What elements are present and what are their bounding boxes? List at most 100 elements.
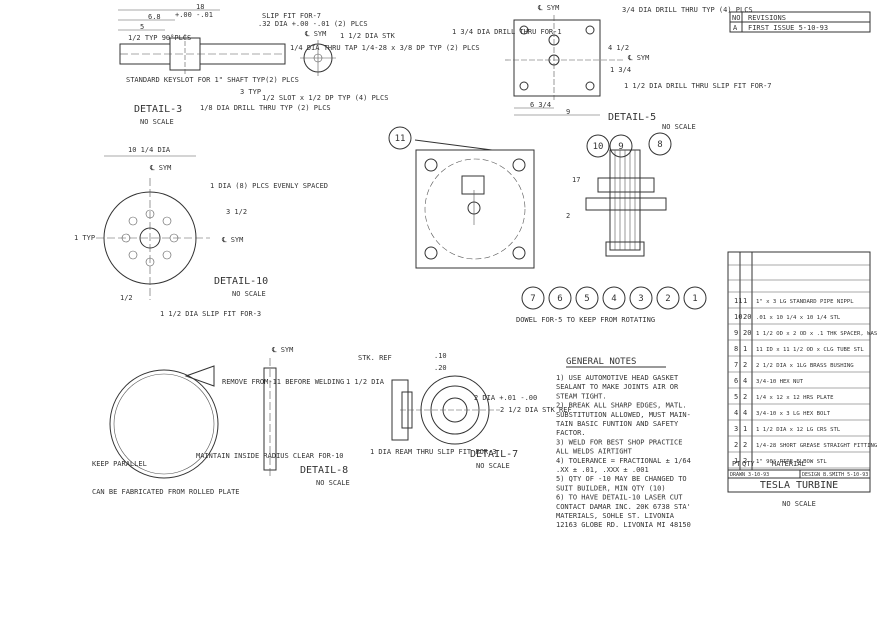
d8-remove: REMOVE FROM-11 BEFORE WELDING [222, 378, 344, 386]
d10-sym-top: ℄ SYM [149, 164, 171, 172]
detail-7-title: DETAIL-7 [470, 449, 518, 460]
note-line: FACTOR. [556, 429, 586, 437]
bom-item: 4 [734, 409, 738, 417]
note-line: TAIN BASIC FUNTION AND SAFETY [556, 420, 679, 428]
d5-dim-4-half: 4 1/2 [608, 44, 629, 52]
bom-qty: 2 [743, 441, 747, 449]
d5-sym-side: ℄ SYM [627, 54, 649, 62]
dim-18: 18 [196, 3, 204, 11]
d5-slip: 1 1/2 DIA DRILL THRU SLIP FIT FOR-7 [624, 82, 772, 90]
bom-desc: 1" 90° PIPE ELBOW STL [756, 459, 827, 465]
label-17: 17 [572, 176, 580, 184]
bom-item: 8 [734, 345, 738, 353]
bom-desc: .01 x 10 1/4 x 10 1/4 STL [756, 315, 841, 321]
balloon-4: 4 [602, 286, 626, 310]
d5-dim-9: 9 [566, 108, 570, 116]
detail-7-scale: NO SCALE [476, 462, 510, 470]
bom-qty: 1 [743, 425, 747, 433]
d7-stk: STK. REF [358, 354, 392, 362]
balloon-9-text: 9 [618, 142, 623, 152]
d7-dia-1-half: 1 1/2 DIA [346, 378, 385, 386]
note-line: 4) TOLERANCE = FRACTIONAL ± 1/64 [556, 457, 691, 465]
bom-qty: 2 [743, 457, 747, 465]
bom-drawn: DRAWN 3-10-93 [730, 472, 769, 478]
note-line: SUIT BUILDER, MIN QTY (10) [556, 484, 666, 492]
d5-dim-1-3-4: 1 3/4 [610, 66, 631, 74]
balloon-10: 10 [586, 134, 610, 158]
note-line: 3) WELD FOR BEST SHOP PRACTICE [556, 438, 682, 446]
notes-heading: GENERAL NOTES [566, 357, 636, 367]
keyslot-label: STANDARD KEYSLOT FOR 1" SHAFT TYP(2) PLC… [126, 76, 299, 84]
bom-qty: 2 [743, 361, 747, 369]
bom-item: 6 [734, 377, 738, 385]
balloon-8: 8 [648, 132, 672, 156]
bom-desc: 1 1/2 DIA x 12 LG CRS STL [756, 427, 841, 433]
note-line: 12163 GLOBE RD. LIVONIA MI 48150 [556, 521, 691, 529]
bom-qty: 1 [743, 297, 747, 305]
dim-6-8: 6.8 [148, 13, 161, 21]
dim-tolerance: +.00 -.01 [175, 11, 213, 19]
balloon-11-text: 11 [395, 134, 406, 144]
d7-dia-2-half: 2 1/2 DIA STK REF [500, 406, 572, 414]
detail-10-scale: NO SCALE [232, 290, 266, 298]
balloon-4-text: 4 [611, 294, 616, 304]
bom-item: 11 [734, 297, 742, 305]
balloon-3: 3 [629, 286, 653, 310]
detail-3-scale: NO SCALE [140, 118, 174, 126]
d5-drill-1-3-4: 1 3/4 DIA DRILL THRU FOR-1 [452, 28, 562, 36]
note-line: ALL WELDS AIRTIGHT [556, 448, 633, 456]
stk-label: 1 1/2 DIA STK [340, 32, 396, 40]
bom-qty: 1 [743, 345, 747, 353]
d7-dim-10: .10 [434, 352, 447, 360]
bom-item: 10 [734, 313, 742, 321]
balloon-9: 9 [609, 134, 633, 158]
bom-col-pt: PT [732, 460, 741, 468]
balloon-6: 6 [548, 286, 572, 310]
d8-fab: CAN BE FABRICATED FROM ROLLED PLATE [92, 488, 240, 496]
bom-title: TESLA TURBINE [760, 480, 838, 491]
bom-desc: 3/4-10 HEX NUT [756, 379, 804, 385]
balloon-7: 7 [521, 286, 545, 310]
balloon-11: 11 [388, 126, 412, 150]
balloon-2: 2 [656, 286, 680, 310]
slip-fit-label: SLIP FIT FOR-7 [262, 12, 321, 20]
note-line: 5) QTY OF -10 MAY BE CHANGED TO [556, 475, 687, 483]
bom-qty: 4 [743, 377, 747, 385]
bom-qty: 2 [743, 393, 747, 401]
typ-note: 1/2 TYP 90°PLCS [128, 34, 191, 42]
note-line: STEAM TIGHT. [556, 392, 607, 400]
detail-10-title: DETAIL-10 [214, 276, 268, 287]
detail-5-scale: NO SCALE [662, 123, 696, 131]
note-line: 1) USE AUTOMOTIVE HEAD GASKET [556, 374, 679, 382]
dia-32-label: .32 DIA +.00 -.01 (2) PLCS [258, 20, 368, 28]
note-line: CONTACT DAMAR INC. 20K 6738 STA' [556, 503, 691, 511]
d7-ream: 1 DIA REAM THRU SLIP FIT FOR-3 [370, 448, 496, 456]
dim-5: 5 [140, 23, 144, 31]
bom-item: 9 [734, 329, 738, 337]
detail-8-title: DETAIL-8 [300, 465, 348, 476]
bom-item: 3 [734, 425, 738, 433]
balloon-6-text: 6 [557, 294, 562, 304]
detail-8-scale: NO SCALE [316, 479, 350, 487]
note-line: 6) TO HAVE DETAIL-10 LASER CUT [556, 494, 683, 502]
d8-maintain: MAINTAIN INSIDE RADIUS CLEAR FOR-10 [196, 452, 344, 460]
d5-dim-6-3-4: 6 3/4 [530, 101, 551, 109]
note-line: 2) BREAK ALL SHARP EDGES, MATL. [556, 402, 687, 410]
detail-10: 10 1/4 DIA ℄ SYM 1 DIA (8) PLCS EVENLY S… [74, 146, 328, 318]
bom-qty: 20 [743, 329, 751, 337]
d10-dim-3-half: 3 1/2 [226, 208, 247, 216]
detail-3: 18 6.8 +.00 -.01 5 1/2 TYP 90°PLCS SLIP … [118, 3, 480, 126]
balloon-5: 5 [575, 286, 599, 310]
assembly-view: 17 2 DOWEL FOR-5 TO KEEP FROM ROTATING [414, 139, 667, 324]
balloon-7-text: 7 [530, 294, 535, 304]
balloon-5-text: 5 [584, 294, 589, 304]
bom-item: 1 [734, 457, 738, 465]
bom-desc: 3/4-10 x 3 LG HEX BOLT [756, 411, 831, 417]
bom-col-qty: QTY [742, 460, 755, 468]
balloon-1: 1 [683, 286, 707, 310]
label-2: 2 [566, 212, 570, 220]
sym-label: ℄ SYM [304, 30, 326, 38]
revisions-table: NO REVISIONS A FIRST ISSUE 5-10-93 [729, 11, 871, 33]
detail-5-title: DETAIL-5 [608, 112, 656, 123]
